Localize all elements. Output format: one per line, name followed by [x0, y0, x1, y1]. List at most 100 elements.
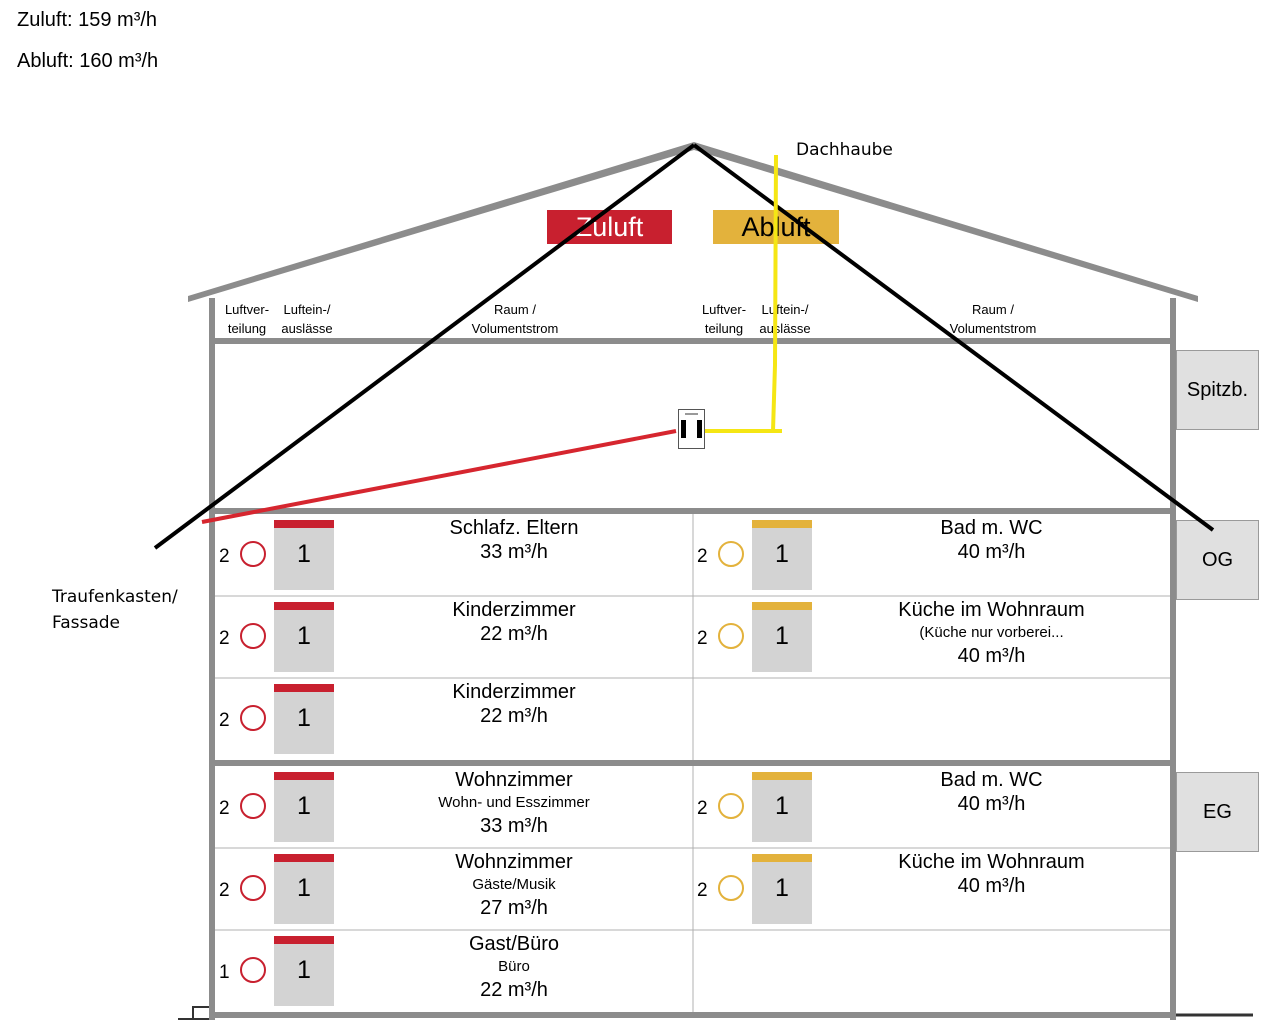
exhaust-outlet-icon: [718, 793, 744, 819]
supply-outlet-icon: [240, 541, 266, 567]
outlet-box: 1: [274, 854, 334, 924]
outlet-count: 1: [297, 704, 311, 732]
room-name: Wohnzimmer: [455, 851, 573, 873]
supply-bar: [274, 684, 334, 692]
outlet-box: 1: [274, 772, 334, 842]
room-flow: 22 m³/h: [480, 705, 548, 727]
room-name: Bad m. WC: [940, 769, 1043, 791]
room-name: Kinderzimmer: [452, 681, 576, 703]
outlet-box: 1: [752, 772, 812, 842]
exhaust-bar: [752, 854, 812, 862]
room-flow: 22 m³/h: [480, 623, 548, 645]
distribution-count: 2: [697, 546, 708, 567]
dachhaube-label: Dachhaube: [796, 140, 893, 160]
left-wall: [209, 298, 215, 1020]
room-flow: 40 m³/h: [957, 645, 1026, 667]
floor-tag-spitzb: Spitzb.: [1176, 350, 1259, 430]
header-slab: [209, 338, 1176, 344]
room-name: Küche im Wohnraum: [898, 599, 1085, 621]
col-auslaesse-right: Luftein-/ auslässe: [759, 302, 811, 336]
supply-outlet-icon: [240, 793, 266, 819]
room-subtitle: (Küche nur vorberei...: [919, 624, 1064, 641]
outlet-count: 1: [297, 874, 311, 902]
supply-bar: [274, 602, 334, 610]
outlet-count: 1: [297, 792, 311, 820]
col-verteilung-left: Luftver- teilung: [224, 302, 270, 336]
room-flow: 33 m³/h: [480, 815, 548, 837]
room-flow: 40 m³/h: [957, 875, 1026, 897]
supply-outlet-icon: [240, 623, 266, 649]
room-name: Wohnzimmer: [455, 769, 573, 791]
distribution-count: 2: [697, 880, 708, 901]
outlet-box: 1: [274, 520, 334, 590]
col-raum-right: Raum / Volumentstrom: [949, 302, 1037, 336]
traufe-label: Traufenkasten/ Fassade: [52, 587, 178, 633]
outlet-box: 1: [274, 602, 334, 672]
exhaust-bar: [752, 772, 812, 780]
outlet-count: 1: [775, 792, 789, 820]
room-flow: 40 m³/h: [957, 793, 1026, 815]
zuluft-badge: Zuluft: [547, 210, 672, 244]
distribution-count: 2: [219, 798, 230, 819]
abluft-summary: Abluft: 160 m³/h: [17, 50, 159, 72]
room-subtitle: Gäste/Musik: [472, 876, 556, 893]
room-flow: 40 m³/h: [957, 541, 1026, 563]
room-name: Bad m. WC: [940, 517, 1043, 539]
zuluft-summary: Zuluft: 159 m³/h: [17, 9, 158, 31]
supply-bar: [274, 772, 334, 780]
unit-port-right: [697, 420, 702, 438]
supply-bar: [274, 520, 334, 528]
room-flow: 27 m³/h: [480, 897, 548, 919]
abluft-badge: Abluft: [713, 210, 839, 244]
outlet-box: 1: [752, 854, 812, 924]
outlet-count: 1: [775, 874, 789, 902]
col-verteilung-right: Luftver- teilung: [701, 302, 747, 336]
outlet-count: 1: [297, 956, 311, 984]
outlet-count: 1: [297, 622, 311, 650]
outlet-box: 1: [274, 684, 334, 754]
exhaust-bar: [752, 602, 812, 610]
room-flow: 22 m³/h: [480, 979, 548, 1001]
unit-label-mark: [685, 413, 698, 415]
distribution-count: 2: [697, 798, 708, 819]
eg-slab: [209, 760, 1176, 766]
exhaust-outlet-icon: [718, 875, 744, 901]
outlet-box: 1: [752, 520, 812, 590]
outlet-count: 1: [775, 622, 789, 650]
room-name: Schlafz. Eltern: [449, 517, 579, 539]
exhaust-outlet-icon: [718, 541, 744, 567]
floor-tag-eg: EG: [1176, 772, 1259, 852]
room-subtitle: Büro: [498, 958, 530, 975]
room-info: Küche im Wohnraum (Küche nur vorberei... 4…: [823, 598, 1160, 668]
distribution-count: 2: [219, 628, 230, 649]
floor-tag-og: OG: [1176, 520, 1259, 600]
supply-bar: [274, 854, 334, 862]
col-auslaesse-left: Luftein-/ auslässe: [281, 302, 333, 336]
ventilation-unit[interactable]: [678, 409, 705, 449]
roof: [188, 142, 1198, 302]
outlet-box: 1: [752, 602, 812, 672]
supply-outlet-icon: [240, 875, 266, 901]
room-name: Küche im Wohnraum: [898, 851, 1085, 873]
outlet-count: 1: [775, 540, 789, 568]
supply-outlet-icon: [240, 705, 266, 731]
outlet-box: 1: [274, 936, 334, 1006]
